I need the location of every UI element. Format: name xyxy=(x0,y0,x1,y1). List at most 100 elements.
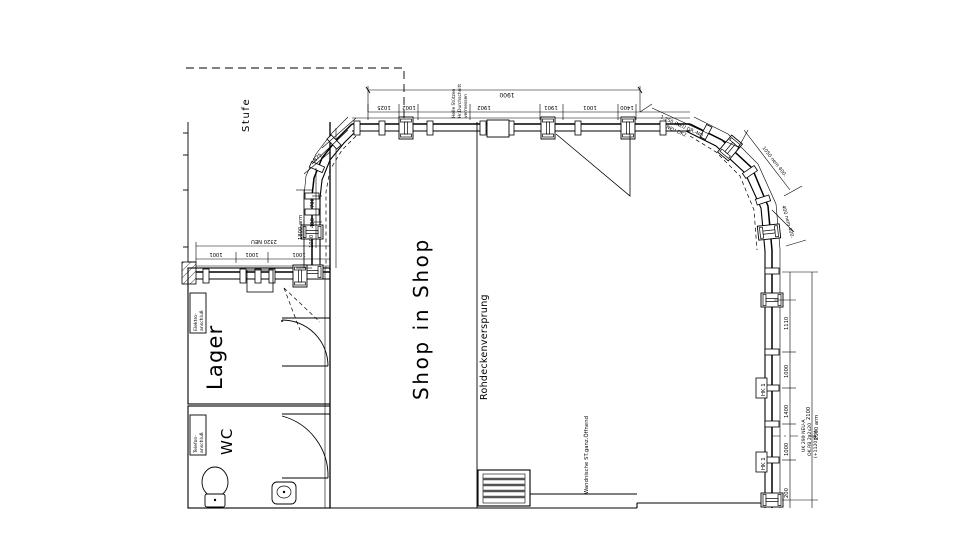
elektro-anschluss-label-1: Elektro- xyxy=(193,313,199,331)
facade-mullion-lh-3 xyxy=(254,268,262,284)
facade-mullion-lh-1 xyxy=(202,268,210,284)
bottom-note-2: OK.RB 2x2x20 xyxy=(807,423,813,456)
facade-post-right-2 xyxy=(760,492,784,508)
room-labels-group: Lager WC Shop in Shop Stufe Rohdeckenver… xyxy=(203,98,590,494)
dim-rcl-ext-2 xyxy=(785,239,807,247)
dim-value-left-1: 1800 arm xyxy=(298,215,304,240)
dim-right-curve-lower xyxy=(743,129,807,247)
dim-value-tl-3: 1902 xyxy=(477,104,491,110)
dim-left-values: 1800 arm 1000 700 400 xyxy=(298,198,316,248)
stufe-dashed-outline xyxy=(186,67,405,122)
ceiling-outline-dashed xyxy=(186,67,405,122)
telefon-anschluss-label-2: anschluß xyxy=(199,432,205,453)
dim-value-left-4: 400 xyxy=(310,218,316,228)
dim-tick-tu-1 xyxy=(365,86,371,94)
dim-value-top-upper: 1900 xyxy=(499,91,514,98)
dim-value-rv-4: 1000 xyxy=(784,443,790,456)
dim-rcl-ext-1 xyxy=(783,185,803,197)
dim-rcl-line xyxy=(743,129,791,191)
dim-value-tl-2: 1002 xyxy=(402,104,416,110)
dim-right-vertical-values: 1110 1000 1400 1000 200 2100 2500 arm xyxy=(784,317,820,498)
dim-ld-ext-2 xyxy=(303,151,331,175)
dim-ld-line xyxy=(311,129,349,165)
dim-tick-tu-2 xyxy=(637,86,643,94)
facade-mullion-right-4 xyxy=(764,420,780,428)
floor-grille xyxy=(477,469,637,507)
dim-left-vertical xyxy=(296,168,322,269)
heating-unit-box-1 xyxy=(755,377,768,399)
room-label-lager: Lager xyxy=(203,325,227,390)
dim-top-lower xyxy=(367,104,690,120)
facade-post-top-2 xyxy=(540,116,556,140)
facade-post-top-1 xyxy=(398,116,414,140)
dim-left-horizontal xyxy=(195,242,331,263)
dim-value-lh-main: 2320 NEU xyxy=(251,238,277,244)
dim-value-rv-outer-2: 2500 arm xyxy=(814,415,820,440)
dim-right-vertical xyxy=(772,271,818,508)
bottom-right-note: UK 290 NEU-A OK.RB 2x2x20 (+1120)R H xyxy=(801,419,819,458)
dim-value-tl-5: 1001 xyxy=(583,104,597,110)
heating-unit-label-2: HK 1 xyxy=(761,457,767,470)
dim-value-left-diagonal: 875 xyxy=(312,152,323,163)
facade-mullion-right-2 xyxy=(764,348,780,356)
facade-mullion-lh-4 xyxy=(268,268,276,284)
heating-unit-box-2 xyxy=(755,451,768,473)
elektro-anschluss-label-2: anschluß xyxy=(199,310,205,331)
service-connection-boxes: Elektro- anschluß Telefon- anschluß xyxy=(189,292,207,456)
facade-mullion-top-0 xyxy=(353,120,361,136)
dim-rc-ext-2 xyxy=(735,129,749,153)
facade-mullion-top-3 xyxy=(479,120,487,136)
annotation-rohdeckenversprung: Rohdeckenversprung xyxy=(479,294,490,400)
heating-unit-label-1: HK 1 xyxy=(761,383,767,396)
dim-value-rv-outer-1: 2100 xyxy=(806,407,812,420)
facade-post-top-3 xyxy=(620,116,636,140)
stuetze-note-line2: Hr.Durchschnitt xyxy=(457,84,463,118)
dim-rc-ext-1 xyxy=(639,103,653,113)
room-label-shop-in-shop: Shop in Shop xyxy=(409,237,433,400)
dim-value-tl-1: 1025 xyxy=(377,104,391,110)
stuetze-note-line1: Helle Stützen xyxy=(451,88,457,118)
dim-value-lh-2: 1001 xyxy=(245,251,258,257)
dim-value-rv-2: 1000 xyxy=(784,365,790,378)
dim-right-curve-upper xyxy=(639,103,749,153)
telefon-anschluss-label-1: Telefon- xyxy=(193,435,199,454)
interior-rooms-group xyxy=(181,122,331,509)
door-opening-dashed-1 xyxy=(283,287,321,323)
annotation-stufe: Stufe xyxy=(241,98,252,132)
facade-post-curve-2 xyxy=(756,223,782,241)
dim-value-lh-1: 1001 xyxy=(209,251,222,257)
stuetze-note-line3: vermessen xyxy=(463,94,469,118)
wc-toilet xyxy=(201,466,229,508)
dim-value-rv-1: 1110 xyxy=(784,317,790,330)
left-facade-rail-inner xyxy=(319,130,357,268)
facade-mullion-top-1 xyxy=(378,120,386,136)
lager-door-swing-arc xyxy=(281,319,329,367)
facade-mullion-right-1 xyxy=(764,267,780,275)
wc-door-swing-arc xyxy=(281,415,329,479)
dim-rcl-line-2 xyxy=(771,209,795,233)
elektro-anschluss-box xyxy=(189,292,207,334)
facade-frame-lh xyxy=(246,269,274,293)
facade-mullion-top-2 xyxy=(426,120,434,136)
dim-left-diagonal xyxy=(303,117,357,175)
telefon-anschluss-box xyxy=(189,414,207,456)
facade-mullion-lh-2 xyxy=(239,268,247,284)
facade-mullion-left-2 xyxy=(304,208,320,216)
stuetze-note-group: Helle Stützen Hr.Durchschnitt vermessen xyxy=(451,84,469,118)
door-opening-dashed-2 xyxy=(283,287,301,331)
shop-entrance-swing xyxy=(555,133,631,197)
bottom-note-3: (+1120)R H xyxy=(813,431,819,458)
wall-hatch-block xyxy=(181,261,197,285)
left-facade-dashed-curve xyxy=(325,135,357,268)
dim-value-lh-3: 1001 xyxy=(292,251,305,257)
facade-box-top-mid xyxy=(486,119,510,138)
right-facade-glassline xyxy=(693,116,781,508)
room-label-wc: WC xyxy=(218,428,236,455)
dim-ld-ext-1 xyxy=(321,117,357,149)
dim-value-left-2: 1000 xyxy=(309,235,315,248)
annotation-wandnische: Wandnische ST.ganz.Öffnend xyxy=(583,416,590,494)
wc-sink xyxy=(271,481,297,505)
